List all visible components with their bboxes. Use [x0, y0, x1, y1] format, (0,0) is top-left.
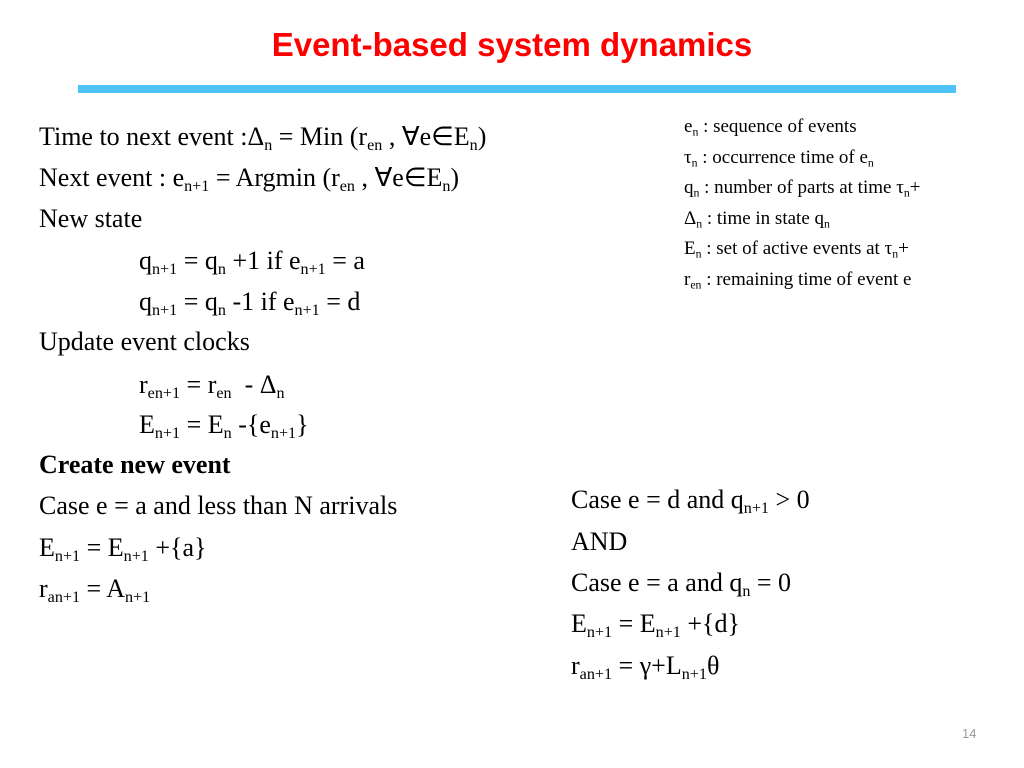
legend-item: qn : number of parts at time τn+: [684, 177, 921, 200]
departure-clock-line: ran+1 = γ+Ln+1θ: [571, 651, 720, 683]
clock-update-line: ren+1 = ren - Δn: [139, 370, 285, 402]
case-arrival-line: Case e = a and less than N arrivals: [39, 491, 398, 520]
title-underline: [78, 85, 956, 93]
event-set-add-d-line: En+1 = En+1 +{d}: [571, 609, 740, 641]
event-set-update-line: En+1 = En -{en+1}: [139, 410, 309, 442]
time-to-next-event-line: Time to next event :Δn = Min (ren , ∀e∈E…: [39, 122, 487, 154]
q-increment-line: qn+1 = qn +1 if en+1 = a: [139, 246, 365, 278]
next-event-line: Next event : en+1 = Argmin (ren , ∀e∈En): [39, 163, 460, 195]
and-label: AND: [571, 527, 628, 556]
legend-item: En : set of active events at τn+: [684, 238, 909, 261]
legend-item: en : sequence of events: [684, 116, 857, 139]
arrival-clock-line: ran+1 = An+1: [39, 574, 151, 606]
slide-title: Event-based system dynamics: [271, 26, 753, 63]
legend-item: τn : occurrence time of en: [684, 146, 874, 170]
legend-item: ren : remaining time of event e: [684, 268, 912, 292]
case-empty-arrival-line: Case e = a and qn = 0: [571, 568, 792, 600]
new-state-heading: New state: [39, 204, 143, 233]
create-new-event-heading: Create new event: [39, 450, 231, 479]
update-event-clocks-heading: Update event clocks: [39, 327, 250, 356]
page-number: 14: [962, 726, 977, 741]
legend-item: Δn : time in state qn: [684, 207, 830, 231]
case-departure-line: Case e = d and qn+1 > 0: [571, 485, 810, 517]
notation-legend: en : sequence of events τn : occurrence …: [684, 112, 920, 295]
q-decrement-line: qn+1 = qn -1 if en+1 = d: [139, 287, 361, 319]
event-set-add-a-line: En+1 = En+1 +{a}: [39, 533, 207, 565]
